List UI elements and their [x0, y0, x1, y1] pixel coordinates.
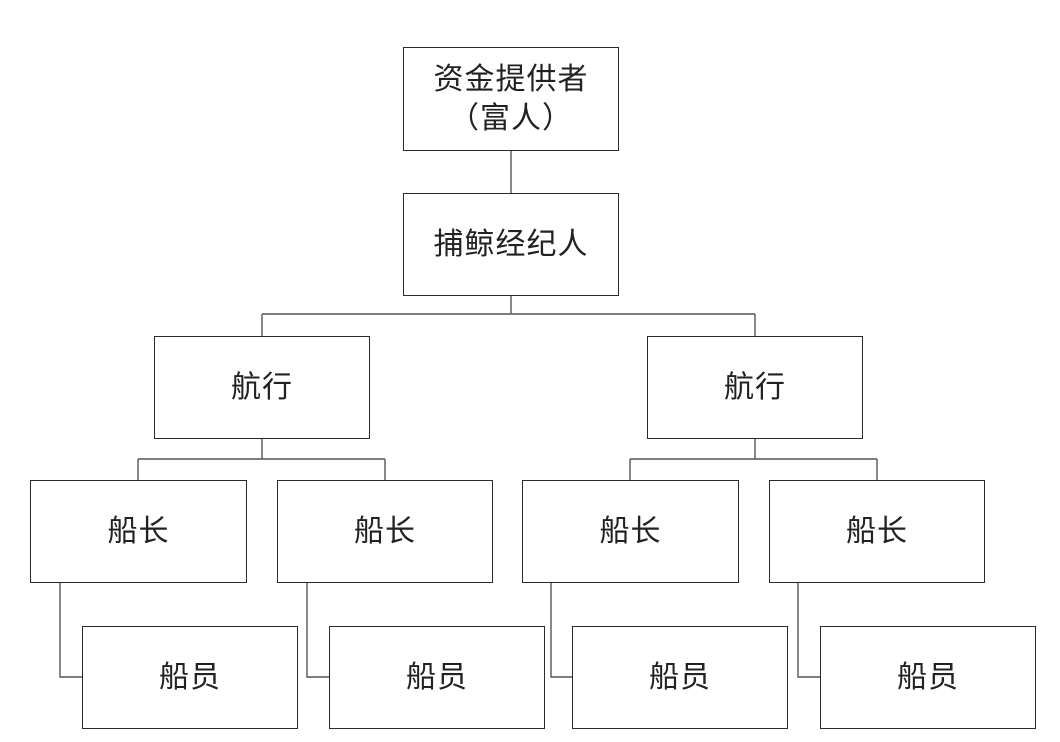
connector-cap-2-crew: [306, 583, 329, 678]
captain-node: 船长: [522, 480, 739, 583]
funder-node: 资金提供者 （富人）: [403, 47, 619, 151]
captain-node: 船长: [30, 480, 247, 583]
voyage-label: 航行: [231, 370, 293, 405]
broker-label: 捕鲸经纪人: [433, 227, 589, 262]
captain-label: 船长: [599, 514, 662, 549]
captain-label: 船长: [107, 514, 170, 549]
captain-node: 船长: [277, 480, 493, 583]
captain-node: 船长: [769, 480, 985, 583]
captain-label: 船长: [354, 514, 416, 549]
crew-label: 船员: [897, 660, 959, 695]
crew-node: 船员: [82, 626, 298, 729]
voyage-node: 航行: [647, 336, 863, 439]
voyage-label: 航行: [724, 370, 786, 405]
crew-label: 船员: [159, 660, 221, 695]
connector-cap-3-crew: [550, 583, 572, 678]
crew-node: 船员: [820, 626, 1036, 729]
crew-node: 船员: [572, 626, 788, 729]
broker-node: 捕鲸经纪人: [403, 193, 619, 296]
funder-sublabel: （富人）: [449, 101, 573, 136]
captain-label: 船长: [846, 514, 908, 549]
crew-node: 船员: [329, 626, 545, 729]
connector-cap-4-crew: [797, 583, 820, 678]
connector-cap-1-crew: [59, 583, 82, 678]
funder-label: 资金提供者: [433, 62, 589, 97]
crew-label: 船员: [406, 660, 468, 695]
crew-label: 船员: [649, 660, 711, 695]
voyage-node: 航行: [154, 336, 370, 439]
